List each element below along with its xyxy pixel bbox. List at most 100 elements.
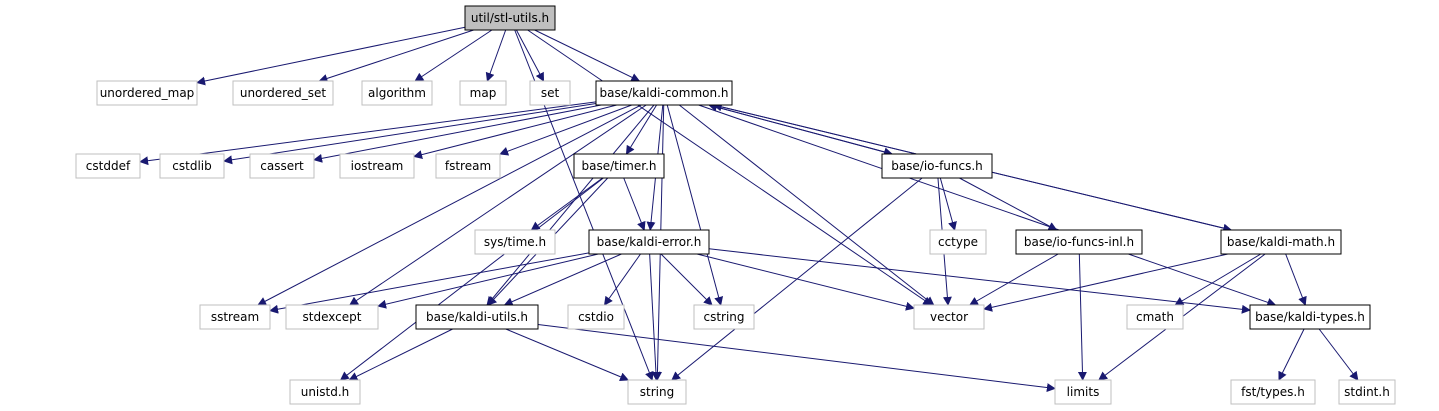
node-box <box>289 379 361 405</box>
edge-common-to-cstddef <box>139 101 597 166</box>
edge-iofuncsinl-to-limits <box>1077 253 1087 381</box>
node-base-kaldi-utils-h[interactable]: base/kaldi-utils.h <box>415 304 539 330</box>
node-box <box>464 5 556 31</box>
dependency-edges <box>139 26 1359 393</box>
edge-error-to-cstdio <box>603 253 641 306</box>
node-label: fstream <box>445 159 491 173</box>
node-label: base/io-funcs.h <box>891 159 983 173</box>
node-sys-time-h: sys/time.h <box>474 229 556 255</box>
edge-stl-to-vector <box>527 29 933 306</box>
edge-common-to-stdexcept <box>349 104 647 306</box>
edge-common-to-cstring <box>666 104 724 306</box>
node-string: string <box>627 379 687 405</box>
node-base-io-funcs-inl-h[interactable]: base/io-funcs-inl.h <box>1015 229 1143 255</box>
node-cstring: cstring <box>693 304 755 330</box>
node-label: unordered_set <box>240 86 327 100</box>
node-box <box>75 153 141 179</box>
node-unordered-set: unordered_set <box>232 80 334 106</box>
edge-error-to-cstring <box>660 253 713 306</box>
edge-error-to-vector <box>696 253 915 311</box>
node-box <box>361 80 433 106</box>
node-box <box>474 229 556 255</box>
node-box <box>96 80 198 106</box>
edge-stl-to-map <box>485 29 507 82</box>
node-label: cstdio <box>578 310 614 324</box>
edge-iofuncsinl-to-vector <box>969 253 1059 306</box>
edge-stl-to-set <box>515 29 545 82</box>
node-label: vector <box>930 310 968 324</box>
node-box <box>199 304 271 330</box>
edge-utils-to-unistd <box>348 328 453 381</box>
node-base-timer-h[interactable]: base/timer.h <box>573 153 665 179</box>
edge-common-to-cassert <box>313 104 602 163</box>
node-cassert: cassert <box>249 153 315 179</box>
node-label: iostream <box>351 159 404 173</box>
node-label: cmath <box>1136 310 1174 324</box>
node-cmath: cmath <box>1126 304 1184 330</box>
edge-common-to-iostream <box>413 104 617 159</box>
node-util-stl-utils-h[interactable]: util/stl-utils.h <box>464 5 556 31</box>
node-label: cctype <box>938 235 978 249</box>
node-box <box>567 304 625 330</box>
node-box <box>529 80 571 106</box>
edge-types-to-stdint <box>1318 328 1359 381</box>
node-stdexcept: stdexcept <box>285 304 379 330</box>
edge-common-to-sstream <box>257 104 642 306</box>
node-box <box>459 80 507 106</box>
node-base-io-funcs-h[interactable]: base/io-funcs.h <box>881 153 993 179</box>
node-label: set <box>541 86 560 100</box>
node-vector: vector <box>913 304 985 330</box>
edge-timer-to-systime <box>530 177 603 231</box>
node-box <box>588 229 710 255</box>
edge-common-to-utils <box>486 104 655 306</box>
edge-timer-to-unistd <box>339 177 604 381</box>
node-fstream: fstream <box>435 153 501 179</box>
node-unistd-h: unistd.h <box>289 379 361 405</box>
node-stdint-h: stdint.h <box>1338 379 1396 405</box>
node-map: map <box>459 80 507 106</box>
edge-common-to-cstdlib <box>223 103 597 165</box>
node-base-kaldi-math-h[interactable]: base/kaldi-math.h <box>1220 229 1342 255</box>
node-box <box>1230 379 1316 405</box>
node-iostream: iostream <box>339 153 415 179</box>
node-label: map <box>470 86 497 100</box>
edge-stl-to-uset <box>318 29 474 83</box>
node-box <box>415 304 539 330</box>
node-label: base/kaldi-utils.h <box>426 310 528 324</box>
node-box <box>913 304 985 330</box>
node-base-kaldi-types-h[interactable]: base/kaldi-types.h <box>1249 304 1371 330</box>
node-box <box>1015 229 1143 255</box>
node-box <box>1054 379 1112 405</box>
node-box <box>1249 304 1371 330</box>
node-box <box>595 80 733 106</box>
node-box <box>339 153 415 179</box>
edge-utils-to-limits <box>537 324 1056 393</box>
node-fst-types-h: fst/types.h <box>1230 379 1316 405</box>
node-box <box>285 304 379 330</box>
node-label: cstddef <box>86 159 131 173</box>
node-label: base/kaldi-math.h <box>1227 235 1335 249</box>
edge-stl-to-umap <box>196 26 466 86</box>
edge-error-to-types <box>708 248 1251 314</box>
node-label: stdint.h <box>1344 385 1390 399</box>
node-label: cstdlib <box>172 159 211 173</box>
node-set: set <box>529 80 571 106</box>
node-base-kaldi-error-h[interactable]: base/kaldi-error.h <box>588 229 710 255</box>
edge-error-to-string <box>649 253 661 381</box>
node-limits: limits <box>1054 379 1112 405</box>
node-label: algorithm <box>368 86 426 100</box>
node-label: sys/time.h <box>484 235 546 249</box>
node-cstdio: cstdio <box>567 304 625 330</box>
node-label: stdexcept <box>303 310 362 324</box>
edge-common-to-timer <box>625 104 658 155</box>
node-label: base/io-funcs-inl.h <box>1024 235 1134 249</box>
edge-utils-to-string <box>505 328 630 382</box>
edge-math-to-vector <box>983 253 1228 312</box>
node-label: fst/types.h <box>1241 385 1305 399</box>
node-sstream: sstream <box>199 304 271 330</box>
node-box <box>232 80 334 106</box>
edge-math-to-types <box>1285 253 1307 306</box>
edge-error-to-sstream <box>269 252 590 314</box>
node-base-kaldi-common-h[interactable]: base/kaldi-common.h <box>595 80 733 106</box>
